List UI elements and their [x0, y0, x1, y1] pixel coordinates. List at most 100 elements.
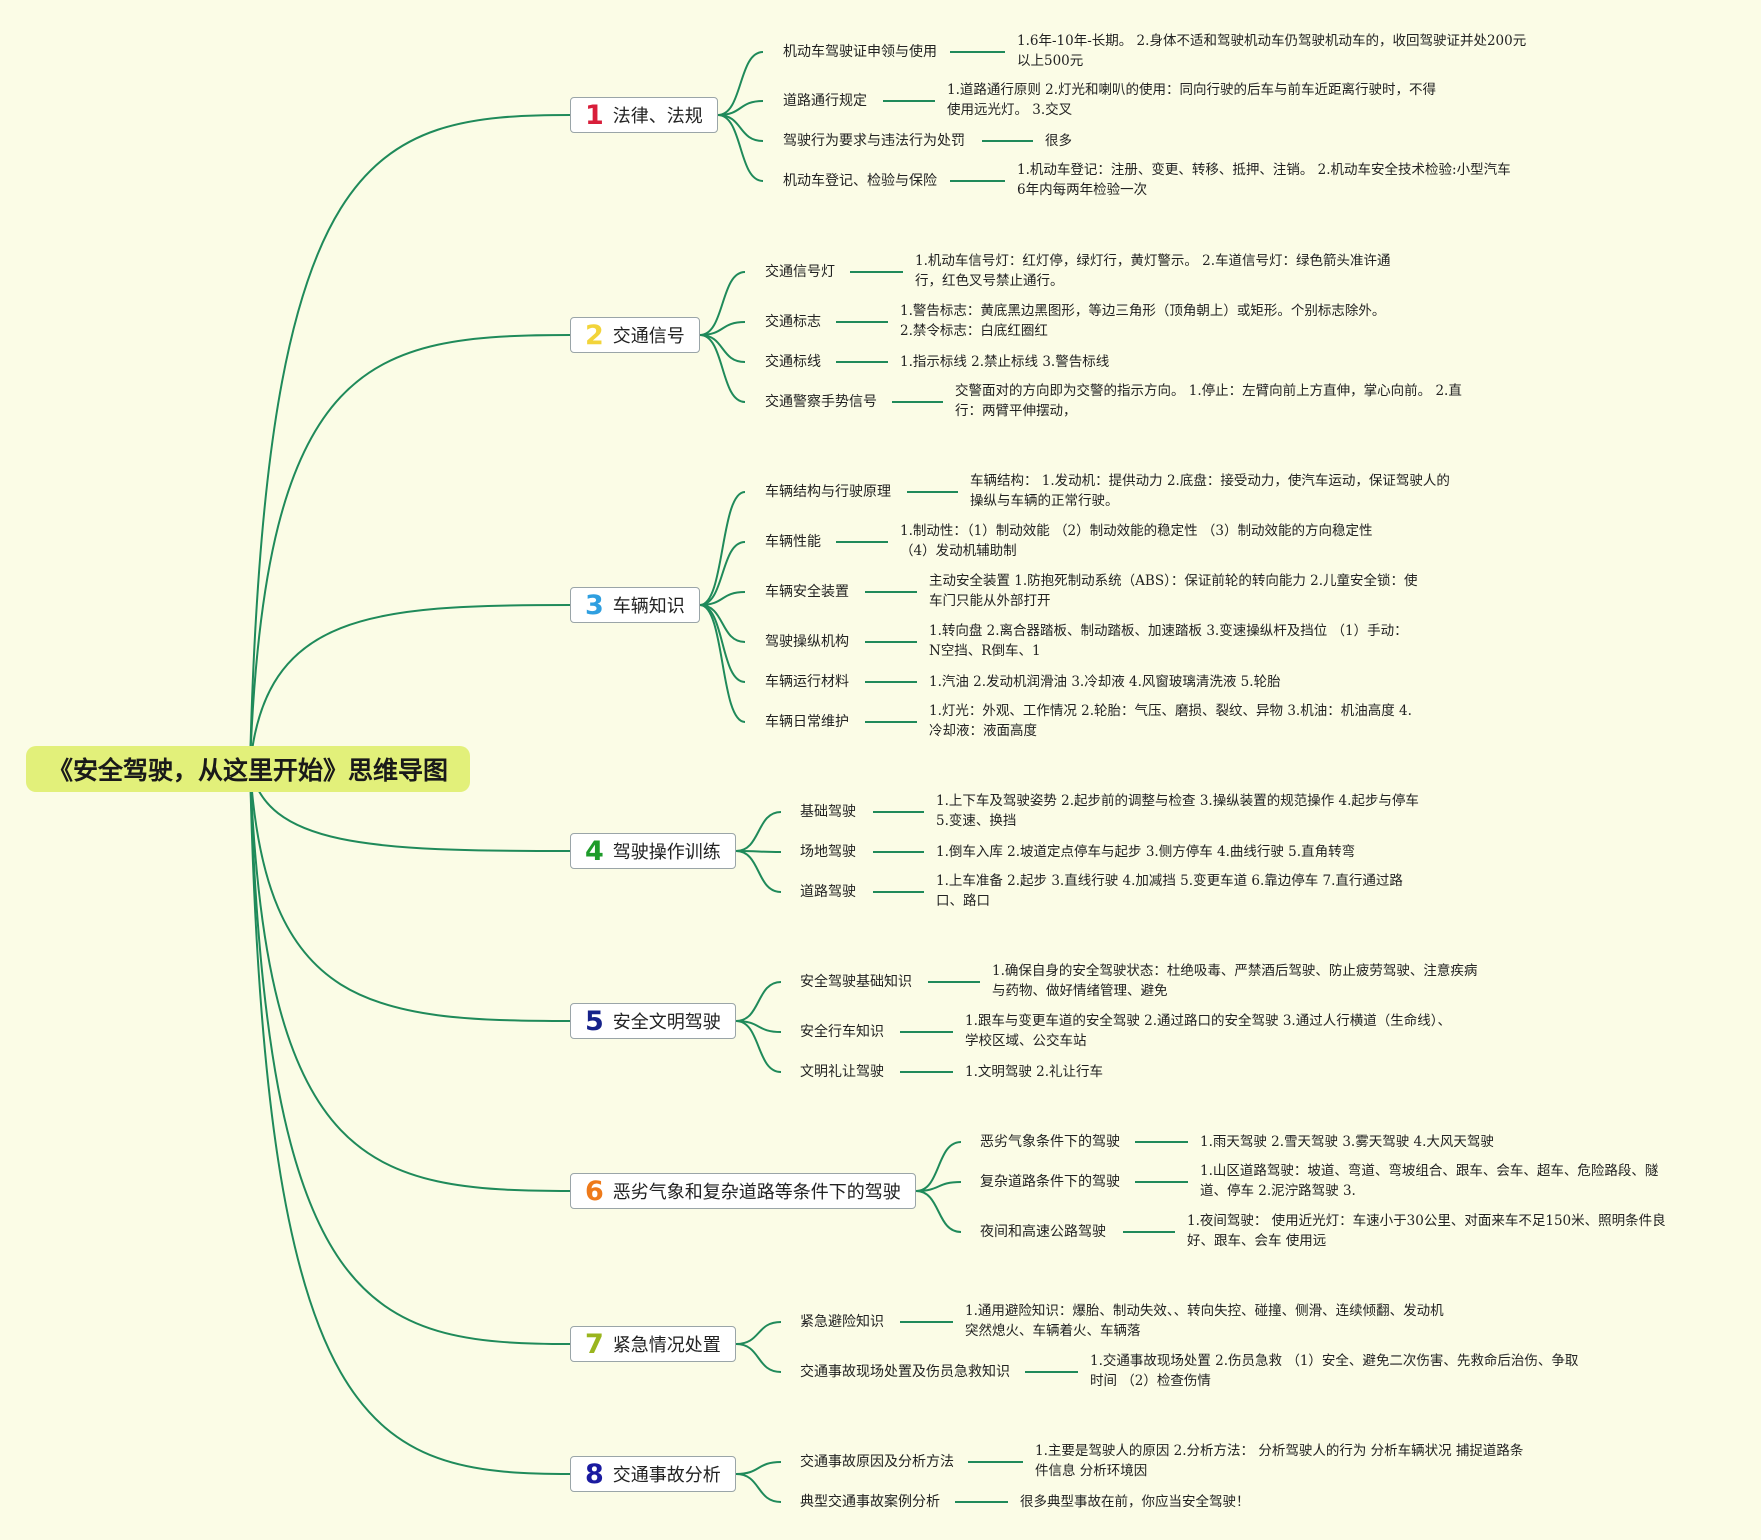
topic-number: 1 — [585, 99, 604, 131]
subtopic-link — [735, 850, 782, 893]
subtopic[interactable]: 车辆性能 — [765, 534, 821, 550]
subtopic[interactable]: 恶劣气象条件下的驾驶 — [980, 1134, 1120, 1150]
detail-note: 1.机动车信号灯：红灯停，绿灯行，黄灯警示。 2.车道信号灯：绿色箭头准许通行，… — [915, 253, 1391, 289]
branch-link-5 — [249, 765, 571, 1022]
subtopic-link — [699, 541, 746, 606]
detail-note: 1.制动性：（1）制动效能 （2）制动效能的稳定性 （3）制动效能的方向稳定性 … — [900, 523, 1373, 559]
subtopic[interactable]: 交通信号灯 — [765, 264, 835, 280]
subtopic[interactable]: 道路驾驶 — [800, 884, 856, 900]
detail-note: 1.道路通行原则 2.灯光和喇叭的使用：同向行驶的后车与前车近距离行驶时，不得使… — [947, 82, 1437, 118]
subtopic[interactable]: 交通标线 — [765, 354, 821, 370]
branch-link-4 — [249, 765, 571, 852]
subtopic-link — [699, 604, 746, 683]
detail-note: 1.指示标线 2.禁止标线 3.警告标线 — [900, 354, 1110, 370]
subtopic-link — [735, 1343, 782, 1373]
detail-note: 1.山区道路驾驶：坡道、弯道、弯坡组合、跟车、会车、超车、危险路段、隧道、停车 … — [1200, 1163, 1659, 1199]
topic-3[interactable]: 3 车辆知识 — [570, 587, 700, 623]
subtopic-link — [699, 604, 746, 723]
subtopic-link — [699, 334, 746, 403]
topic-label: 交通事故分析 — [612, 1465, 721, 1486]
subtopic[interactable]: 车辆结构与行驶原理 — [765, 484, 891, 500]
subtopic[interactable]: 交通事故原因及分析方法 — [800, 1454, 954, 1470]
branch-link-2 — [249, 334, 571, 767]
topic-label: 驾驶操作训练 — [612, 842, 721, 863]
detail-note: 1.交通事故现场处置 2.伤员急救 （1）安全、避免二次伤害、先救命后治伤、争取… — [1090, 1353, 1579, 1389]
root-topic[interactable]: 《安全驾驶，从这里开始》思维导图 — [26, 746, 470, 792]
detail-note: 很多 — [1045, 133, 1072, 149]
subtopic[interactable]: 交通事故现场处置及伤员急救知识 — [800, 1364, 1010, 1380]
topic-label: 车辆知识 — [612, 596, 685, 617]
detail-note: 1.转向盘 2.离合器踏板、制动踏板、加速踏板 3.变速操纵杆及挡位 （1）手动… — [929, 623, 1408, 659]
detail-note: 1.主要是驾驶人的原因 2.分析方法： 分析驾驶人的行为 分析车辆状况 捕捉道路… — [1035, 1443, 1524, 1479]
detail-note: 1.通用避险知识：爆胎、制动失效、、转向失控、碰撞、侧滑、连续倾翻、发动机突然熄… — [965, 1303, 1444, 1339]
subtopic[interactable]: 驾驶行为要求与违法行为处罚 — [783, 133, 965, 149]
subtopic-link — [735, 1321, 782, 1345]
subtopic[interactable]: 场地驾驶 — [800, 844, 856, 860]
detail-note: 1.警告标志：黄底黑边黑图形，等边三角形（顶角朝上）或矩形。个别标志除外。 2.… — [900, 303, 1386, 339]
subtopic[interactable]: 道路通行规定 — [783, 93, 867, 109]
subtopic-link — [915, 1181, 962, 1192]
subtopic[interactable]: 交通标志 — [765, 314, 821, 330]
branch-link-1 — [249, 114, 571, 767]
subtopic[interactable]: 复杂道路条件下的驾驶 — [980, 1174, 1120, 1190]
topic-label: 安全文明驾驶 — [612, 1012, 721, 1033]
subtopic-link — [735, 1020, 782, 1073]
subtopic[interactable]: 安全行车知识 — [800, 1024, 884, 1040]
detail-note: 1.文明驾驶 2.礼让行车 — [965, 1064, 1104, 1080]
subtopic[interactable]: 紧急避险知识 — [800, 1314, 884, 1330]
detail-note: 1.上车准备 2.起步 3.直线行驶 4.加减挡 5.变更车道 6.靠边停车 7… — [936, 873, 1403, 909]
subtopic[interactable]: 安全驾驶基础知识 — [800, 974, 912, 990]
subtopic-link — [717, 51, 764, 116]
topic-label: 恶劣气象和复杂道路等条件下的驾驶 — [612, 1182, 901, 1203]
topic-number: 4 — [585, 835, 604, 867]
subtopic[interactable]: 机动车驾驶证申领与使用 — [783, 44, 937, 60]
topic-label: 法律、法规 — [612, 106, 703, 127]
subtopic-link — [915, 1141, 962, 1192]
subtopic[interactable]: 交通警察手势信号 — [765, 394, 877, 410]
subtopic[interactable]: 基础驾驶 — [800, 804, 856, 820]
subtopic-link — [915, 1190, 962, 1233]
detail-note: 主动安全装置 1.防抱死制动系统（ABS）：保证前轮的转向能力 2.儿童安全锁：… — [929, 573, 1418, 609]
detail-note: 很多典型事故在前，你应当安全驾驶！ — [1020, 1494, 1250, 1510]
detail-note: 1.机动车登记：注册、变更、转移、抵押、注销。 2.机动车安全技术检验:小型汽车… — [1017, 162, 1511, 198]
branch-link-7 — [249, 765, 571, 1345]
topic-6[interactable]: 6 恶劣气象和复杂道路等条件下的驾驶 — [570, 1173, 916, 1209]
topic-number: 5 — [585, 1005, 604, 1037]
subtopic-link — [735, 811, 782, 852]
subtopic[interactable]: 机动车登记、检验与保险 — [783, 173, 937, 189]
topic-1[interactable]: 1 法律、法规 — [570, 97, 718, 133]
branch-link-6 — [249, 765, 571, 1192]
topic-number: 7 — [585, 1328, 604, 1360]
subtopic[interactable]: 夜间和高速公路驾驶 — [980, 1224, 1106, 1240]
topic-label: 交通信号 — [612, 326, 685, 347]
detail-note: 交警面对的方向即为交警的指示方向。 1.停止：左臂向前上方直伸，掌心向前。 2.… — [955, 383, 1462, 419]
subtopic[interactable]: 文明礼让驾驶 — [800, 1064, 884, 1080]
subtopic[interactable]: 车辆日常维护 — [765, 714, 849, 730]
detail-note: 1.6年-10年-长期。 2.身体不适和驾驶机动车仍驾驶机动车的，收回驾驶证并处… — [1017, 33, 1527, 69]
subtopic[interactable]: 车辆安全装置 — [765, 584, 849, 600]
subtopic-link — [699, 334, 746, 363]
subtopic-link — [735, 1473, 782, 1503]
topic-number: 3 — [585, 589, 604, 621]
subtopic[interactable]: 驾驶操纵机构 — [765, 634, 849, 650]
topic-2[interactable]: 2 交通信号 — [570, 317, 700, 353]
detail-note: 1.汽油 2.发动机润滑油 3.冷却液 4.风窗玻璃清洗液 5.轮胎 — [929, 674, 1281, 690]
detail-note: 1.灯光：外观、工作情况 2.轮胎：气压、磨损、裂纹、异物 3.机油：机油高度 … — [929, 703, 1412, 739]
topic-5[interactable]: 5 安全文明驾驶 — [570, 1003, 736, 1039]
topic-number: 6 — [585, 1175, 604, 1207]
subtopic-link — [717, 114, 764, 142]
branch-link-8 — [249, 765, 571, 1475]
subtopic-link — [699, 491, 746, 606]
detail-note: 1.跟车与变更车道的安全驾驶 2.通过路口的安全驾驶 3.通过人行横道（生命线）… — [965, 1013, 1451, 1049]
subtopic[interactable]: 车辆运行材料 — [765, 674, 849, 690]
detail-note: 1.雨天驾驶 2.雪天驾驶 3.雾天驾驶 4.大风天驾驶 — [1200, 1134, 1494, 1150]
subtopic[interactable]: 典型交通事故案例分析 — [800, 1494, 940, 1510]
subtopic-link — [717, 114, 764, 182]
branch-link-3 — [249, 604, 571, 767]
topic-4[interactable]: 4 驾驶操作训练 — [570, 833, 736, 869]
topic-number: 2 — [585, 319, 604, 351]
